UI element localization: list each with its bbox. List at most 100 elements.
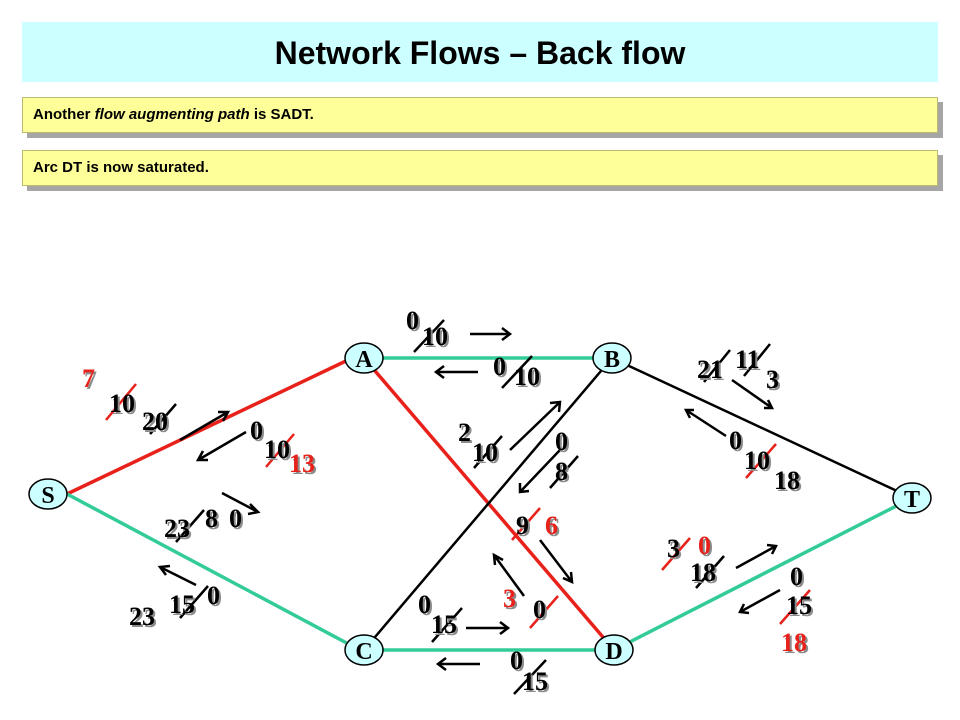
strike-bt-11 (743, 343, 771, 377)
node-b-label: B (604, 347, 620, 373)
edge-s-a (66, 358, 349, 496)
arrow-sc-back (157, 564, 197, 587)
label-ad-old: 9 (516, 511, 529, 540)
flow-arrows (157, 327, 781, 671)
label-cb-back-flow: 0 (555, 427, 568, 456)
label-shadows: 7 10 20 0 10 13 23 8 0 23 15 0 0 10 0 10… (84, 308, 814, 698)
node-s-label: S (41, 483, 54, 509)
label-cb-capacity: 10 (472, 438, 498, 467)
label-bt-back-old: 10 (744, 446, 770, 475)
label-cb-back-capacity: 8 (555, 457, 568, 486)
label-dt-back-flow: 0 (790, 562, 803, 591)
label-bt-back-capacity: 18 (774, 466, 800, 495)
label-cd-back-flow: 0 (510, 646, 523, 675)
arrow-cd-forward (466, 621, 511, 635)
label-shadow: 10 (424, 324, 450, 353)
label-shadow: 0 (512, 648, 525, 677)
note-text-end: is SADT. (249, 106, 314, 123)
label-sc-back-flow: 15 (169, 590, 195, 619)
strike-sa-back-10 (265, 433, 295, 468)
node-s: S (28, 478, 68, 510)
label-cd-back-capacity: 15 (522, 667, 548, 696)
label-shadow: 15 (433, 612, 459, 641)
edge-c-b (363, 357, 613, 651)
arrow-bt-back (683, 408, 727, 438)
note-augmenting-path: Another flow augmenting path is SADT. (22, 97, 938, 133)
note-saturated-text: Arc DT is now saturated. (33, 159, 209, 176)
edge-s-c (66, 492, 357, 650)
strike-ad-9 (511, 507, 541, 541)
label-ab-back-capacity: 10 (514, 362, 540, 391)
label-sa-back-old: 0 (250, 416, 263, 445)
label-shadow: 9 (518, 513, 531, 542)
arrow-ab-forward (470, 327, 513, 341)
label-shadow: 23 (131, 604, 157, 633)
node-c-label: C (355, 639, 372, 665)
arrow-dt-back (738, 588, 781, 615)
label-shadow: 6 (547, 513, 560, 542)
label-ab-back-flow: 0 (493, 352, 506, 381)
label-shadow: 0 (408, 308, 421, 337)
label-dt-back-new: 18 (781, 628, 807, 657)
label-sa-capacity: 20 (142, 407, 168, 436)
node-t: T (892, 482, 932, 514)
strike-dt-back-15 (779, 589, 811, 625)
label-shadow: 0 (420, 592, 433, 621)
note-saturated: Arc DT is now saturated. (22, 150, 938, 186)
label-sc-back-zero: 0 (207, 581, 220, 610)
label-dt-back-old: 15 (786, 591, 812, 620)
label-shadow: 0 (792, 564, 805, 593)
label-shadow: 15 (524, 669, 550, 698)
label-dt-new: 0 (698, 531, 711, 560)
label-ab-flow: 0 (406, 306, 419, 335)
arrow-sc-forward (221, 491, 261, 516)
label-shadow: 15 (171, 592, 197, 621)
label-ab-capacity: 10 (422, 322, 448, 351)
label-bt-capacity: 21 (697, 355, 723, 384)
strike-sa-10 (105, 383, 137, 421)
node-b: B (592, 342, 632, 374)
slide-title: Network Flows – Back flow (274, 35, 686, 71)
label-cb-flow: 2 (458, 418, 471, 447)
strike-cd-15 (431, 607, 463, 643)
label-shadow: 0 (535, 597, 548, 626)
label-shadow: 10 (266, 437, 292, 466)
label-shadow: 11 (737, 347, 762, 376)
label-ad-back-new: 3 (503, 584, 516, 613)
arrow-cb-forward (509, 400, 562, 451)
label-dt-old: 3 (667, 534, 680, 563)
edge-b-t (611, 356, 913, 500)
strike-bt-10 (745, 443, 777, 479)
node-c: C (344, 634, 384, 666)
strike-ab-10 (413, 319, 445, 353)
label-shadow: 21 (699, 357, 725, 386)
label-shadow: 20 (144, 409, 170, 438)
label-sa-old-flow: 10 (109, 389, 135, 418)
label-bt-back-flow: 0 (729, 426, 742, 455)
note-text-start: Another (33, 106, 95, 123)
strike-bt-21 (703, 349, 731, 383)
label-shadow: 7 (84, 366, 97, 395)
label-sc-back-capacity: 23 (129, 602, 155, 631)
label-shadow: 10 (474, 440, 500, 469)
arrow-ad-forward (539, 539, 574, 585)
strike-dt-3 (661, 537, 691, 571)
strike-marks (105, 383, 811, 629)
label-sc-capacity: 23 (164, 514, 190, 543)
strike-cd-back-15 (513, 659, 547, 695)
arrow-bt-forward (731, 378, 775, 410)
arrow-cd-back (435, 657, 480, 671)
label-sa-back-mid: 10 (264, 435, 290, 464)
label-shadow: 3 (669, 536, 682, 565)
label-shadow: 0 (731, 428, 744, 457)
label-shadow: 0 (231, 506, 244, 535)
strike-sa-20 (149, 403, 177, 435)
label-cd-capacity: 15 (431, 610, 457, 639)
label-shadow: 0 (495, 354, 508, 383)
label-shadow: 8 (557, 459, 570, 488)
label-shadow: 0 (209, 583, 222, 612)
label-shadow: 18 (776, 468, 802, 497)
arrow-sa-forward (179, 410, 231, 442)
title-bar: Network Flows – Back flow (22, 22, 938, 82)
